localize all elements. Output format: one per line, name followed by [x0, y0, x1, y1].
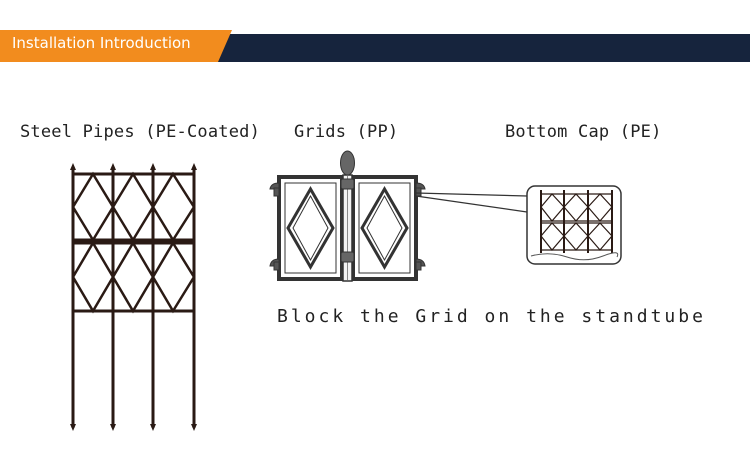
- bottom-cap-detail: [526, 185, 622, 265]
- header-orange-tab: [0, 30, 232, 62]
- grid-panels: [269, 150, 426, 282]
- right-grid-panel: [351, 175, 418, 281]
- pipe-tips: [70, 163, 197, 431]
- grid-installation-caption: Block the Grid on the standtube: [277, 306, 706, 327]
- steel-pipe-trellis: [70, 163, 197, 431]
- callout-lines: [415, 192, 528, 213]
- grid-clips: [269, 182, 426, 271]
- grids-label: Grids (PP): [294, 122, 399, 142]
- trellis-lattice: [71, 171, 196, 314]
- header-dark-bar: [212, 34, 750, 62]
- vertical-pipes: [71, 170, 196, 428]
- bottom-cap-label: Bottom Cap (PE): [505, 122, 662, 142]
- steel-pipes-label: Steel Pipes (PE-Coated): [20, 122, 261, 142]
- header-banner-shape: [0, 30, 750, 62]
- left-grid-panel: [277, 175, 344, 281]
- ground-line: [530, 252, 619, 261]
- section-title: Installation Introduction: [12, 34, 191, 52]
- standtube: [340, 150, 355, 282]
- section-header-banner: Installation Introduction: [0, 0, 750, 70]
